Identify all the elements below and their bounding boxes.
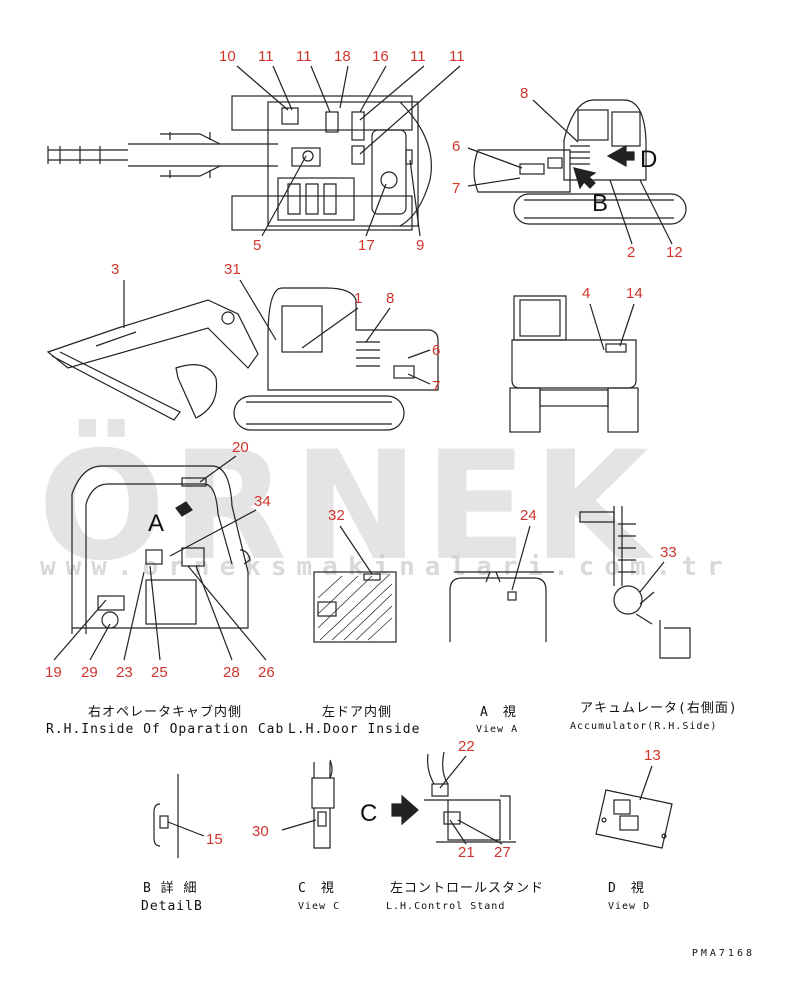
view-caption: R.H.Inside Of Oparation Cab [46,722,285,737]
cab-inside-drawing [71,465,251,634]
rear-view-drawing [509,295,639,433]
callout-number: 32 [328,507,345,524]
callout-number: 16 [372,48,389,65]
view-letter: C [360,800,378,827]
view-caption: Accumulator(R.H.Side) [570,721,718,732]
callout-number: 11 [410,48,426,65]
watermark-logo: ÖRNEK [38,420,656,594]
view-caption: View D [608,901,651,912]
view-caption: D 視 [608,881,645,896]
view-caption: View C [298,901,341,912]
callout-number: 6 [432,342,441,359]
callout-number: 5 [253,237,262,254]
callout-number: 31 [224,261,241,278]
view-letter: D [640,146,658,173]
door-inside-drawing [313,571,397,643]
callout-number: 2 [627,244,636,261]
side-view-right-drawing [473,99,687,225]
callout-number: 8 [520,85,529,102]
callout-number: 28 [223,664,240,681]
callout-number: 23 [116,664,133,681]
drawing-code: PMA7168 [691,948,755,959]
view-caption: 左ドア内側 [322,705,393,720]
accumulator-drawing [579,506,691,659]
callout-number: 10 [219,48,236,65]
callout-number: 18 [334,48,351,65]
callout-number: 11 [296,48,312,65]
view-letter: B [592,190,609,217]
view-caption: View A [476,724,519,735]
callout-number: 7 [432,378,441,395]
callout-number: 17 [358,237,375,254]
view-a-drawing [449,571,554,642]
detail-b-drawing [153,774,179,858]
callout-number: 3 [111,261,120,278]
callout-number: 30 [252,823,269,840]
callout-number: 19 [45,664,62,681]
view-caption: L.H.Door Inside [288,722,421,737]
view-letter: A [148,510,165,537]
view-caption: C 視 [298,881,335,896]
top-view-drawing [47,95,432,231]
callout-number: 15 [206,831,223,848]
callout-number: 26 [258,664,275,681]
callout-number: 1 [354,290,363,307]
callout-number: 14 [626,285,643,302]
callout-number: 7 [452,180,461,197]
view-d-drawing [595,789,673,849]
view-caption: 左コントロールスタンド [390,881,545,896]
view-caption: 右オペレータキャブ内側 [88,705,243,720]
control-stand-drawing [424,751,516,843]
callout-number: 21 [458,844,475,861]
view-caption: アキュムレータ(右側面) [580,701,738,716]
callout-number: 25 [151,664,168,681]
side-view-left-drawing [46,287,439,431]
view-caption: A 視 [480,705,517,720]
view-caption: DetailB [141,899,203,914]
callout-number: 22 [458,738,475,755]
callout-number: 6 [452,138,461,155]
callout-number: 27 [494,844,511,861]
callout-number: 11 [258,48,274,65]
watermark-url: www.orneksmakinalari.com.tr [40,552,733,582]
callout-number: 20 [232,439,249,456]
callout-number: 8 [386,290,395,307]
view-caption: L.H.Control Stand [386,901,506,912]
callout-number: 4 [582,285,591,302]
callout-number: 13 [644,747,661,764]
callout-number: 29 [81,664,98,681]
callout-number: 24 [520,507,537,524]
view-caption: B 詳 細 [143,881,198,896]
callout-number: 9 [416,237,425,254]
callout-number: 11 [449,48,465,65]
callout-number: 33 [660,544,677,561]
view-c-drawing [311,759,419,849]
callout-number: 34 [254,493,271,510]
callout-number: 12 [666,244,683,261]
